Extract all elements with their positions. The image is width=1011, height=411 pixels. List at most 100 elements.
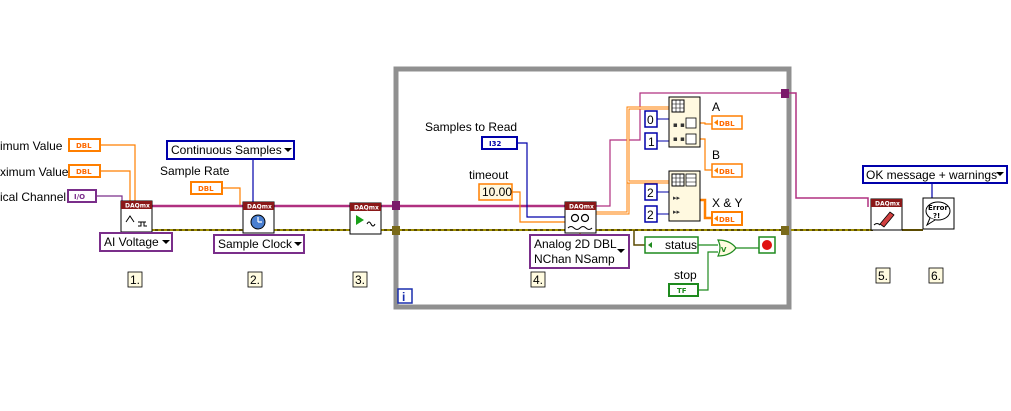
index-2a-constant[interactable]: 2: [644, 183, 658, 201]
eraser-icon: [879, 211, 895, 228]
svg-text:0: 0: [647, 113, 654, 127]
svg-text:DBL: DBL: [719, 168, 735, 176]
svg-text:AI Voltage: AI Voltage: [104, 235, 159, 249]
stop-label: stop: [674, 268, 697, 282]
chevron-down-icon: [162, 240, 170, 244]
svg-text:DAQmx: DAQmx: [354, 205, 379, 212]
read-vi[interactable]: DAQmx: [564, 201, 597, 234]
output-a-label: A: [712, 100, 720, 114]
samples-to-read-label: Samples to Read: [425, 120, 517, 134]
timeout-label: timeout: [469, 168, 509, 182]
while-loop[interactable]: i: [393, 66, 792, 310]
iteration-label: i: [402, 290, 405, 304]
svg-text:DBL: DBL: [719, 120, 735, 128]
index-0-constant[interactable]: 0: [644, 110, 658, 128]
svg-text:▪ ▪: ▪ ▪: [673, 121, 685, 129]
svg-text:DBL: DBL: [76, 142, 92, 150]
chevron-down-icon: [284, 148, 292, 152]
output-b-label: B: [712, 148, 720, 162]
svg-text:?!: ?!: [933, 212, 940, 220]
svg-text:I/O: I/O: [74, 193, 85, 201]
output-xy-label: X & Y: [712, 196, 742, 210]
stop-button-control[interactable]: TF: [668, 283, 699, 297]
svg-text:DAQmx: DAQmx: [247, 204, 272, 211]
svg-text:2: 2: [647, 186, 654, 200]
create-channel-vi[interactable]: DAQmx: [120, 200, 153, 233]
index-array-1[interactable]: ▪ ▪ ▪ ▪: [668, 96, 701, 148]
svg-text:DBL: DBL: [198, 185, 214, 193]
ai-voltage-ring[interactable]: AI Voltage: [99, 232, 173, 252]
svg-text:DAQmx: DAQmx: [875, 201, 900, 208]
svg-text:4.: 4.: [533, 273, 543, 287]
index-array-2[interactable]: ▸▸ ▸▸: [668, 170, 701, 222]
sample-clock-ring[interactable]: Sample Clock: [213, 234, 305, 254]
step-labels: 1. 2. 3. 4. 5. 6.: [127, 267, 944, 288]
play-icon: [356, 215, 364, 225]
step-5: 5.: [875, 267, 891, 284]
svg-text:Analog 2D DBL: Analog 2D DBL: [534, 237, 617, 251]
svg-text:DAQmx: DAQmx: [569, 204, 594, 211]
sample-rate-control[interactable]: DBL: [190, 181, 223, 195]
step-6: 6.: [928, 267, 944, 284]
error-message-ring[interactable]: OK message + warnings: [862, 165, 1008, 184]
speech-bubble-icon: [925, 201, 951, 221]
min-value-label: ximum Value: [0, 165, 69, 179]
min-value-control[interactable]: DBL: [68, 164, 101, 178]
error-tunnel-in: [392, 226, 400, 235]
timing-vi[interactable]: DAQmx: [242, 201, 275, 234]
svg-text:2.: 2.: [250, 273, 260, 287]
sample-rate-label: Sample Rate: [160, 164, 230, 178]
task-tunnel-in: [392, 201, 400, 210]
wires: [96, 92, 940, 291]
svg-text:DAQmx: DAQmx: [125, 203, 150, 210]
svg-text:3.: 3.: [355, 273, 365, 287]
svg-text:TF: TF: [677, 287, 687, 295]
step-4: 4.: [530, 271, 546, 288]
iteration-terminal: [397, 288, 413, 304]
step-3: 3.: [352, 271, 368, 288]
physical-channel-label: ical Channel: [0, 190, 66, 204]
timeout-constant[interactable]: 10.00: [478, 183, 513, 201]
samples-to-read-control[interactable]: I32: [481, 136, 518, 150]
svg-text:6.: 6.: [931, 269, 941, 283]
step-1: 1.: [127, 271, 143, 288]
max-value-control[interactable]: DBL: [68, 138, 101, 152]
glasses-icon: [570, 213, 580, 223]
analog-input-icon: [125, 215, 147, 227]
start-task-vi[interactable]: DAQmx: [349, 202, 382, 235]
max-value-label: imum Value: [0, 139, 63, 153]
physical-channel-control[interactable]: I/O: [67, 189, 97, 203]
clear-task-vi[interactable]: DAQmx: [870, 198, 903, 231]
or-function[interactable]: V: [717, 239, 737, 257]
stop-condition-icon: [762, 240, 772, 250]
sample-mode-ring[interactable]: Continuous Samples: [166, 140, 295, 160]
chevron-down-icon: [996, 172, 1004, 176]
status-unbundle[interactable]: status: [644, 236, 699, 254]
svg-text:status: status: [665, 238, 697, 252]
error-tunnel-out: [781, 226, 789, 235]
svg-text:V: V: [721, 246, 727, 254]
output-b-indicator[interactable]: DBL: [711, 163, 743, 178]
index-1-constant[interactable]: 1: [644, 132, 658, 150]
svg-text:Continuous Samples: Continuous Samples: [171, 143, 282, 157]
svg-text:10.00: 10.00: [482, 185, 512, 199]
svg-text:OK message + warnings: OK message + warnings: [866, 168, 997, 182]
svg-text:▸▸: ▸▸: [673, 194, 681, 202]
svg-text:Sample Clock: Sample Clock: [218, 237, 293, 251]
svg-text:▸▸: ▸▸: [673, 208, 681, 216]
step-2: 2.: [247, 271, 263, 288]
svg-text:5.: 5.: [878, 269, 888, 283]
simple-error-handler-vi[interactable]: Error ?!: [922, 197, 955, 230]
svg-text:2: 2: [647, 208, 654, 222]
svg-text:NChan NSamp: NChan NSamp: [534, 252, 615, 266]
output-xy-indicator[interactable]: DBL: [711, 211, 743, 226]
read-mode-ring[interactable]: Analog 2D DBL NChan NSamp: [529, 234, 630, 269]
svg-text:DBL: DBL: [719, 216, 735, 224]
index-2b-constant[interactable]: 2: [644, 205, 658, 223]
svg-text:1.: 1.: [130, 273, 140, 287]
svg-text:Error: Error: [928, 204, 948, 212]
output-a-indicator[interactable]: DBL: [711, 115, 743, 130]
svg-text:I32: I32: [489, 140, 501, 148]
svg-text:1: 1: [648, 135, 655, 149]
